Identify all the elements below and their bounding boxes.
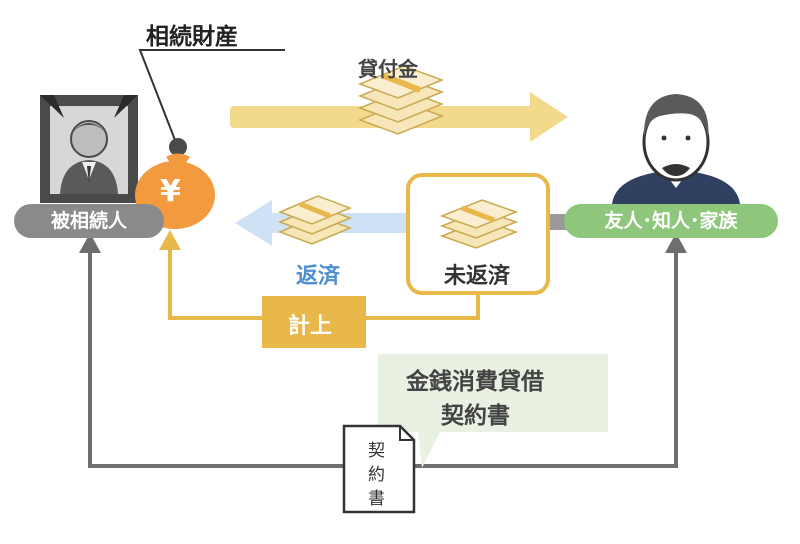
record-box [262, 296, 366, 348]
repaid-label: 返済 [296, 264, 341, 289]
contract-note-line1: 金銭消費貸借 [406, 369, 544, 395]
contract-note-line2: 契約書 [441, 403, 510, 429]
arrow-head-left [79, 233, 101, 253]
unpaid-label: 未返済 [444, 264, 511, 289]
document-text-2: 約 [368, 465, 385, 485]
yen-symbol: ¥ [160, 174, 181, 209]
unpaid-connector [548, 214, 568, 230]
loan-arrow-head [530, 92, 568, 142]
arrow-head-right [665, 233, 687, 253]
record-arrow-head [159, 230, 181, 250]
repaid-arrow-head [235, 200, 272, 246]
borrower-label: 友人･知人･家族 [564, 204, 778, 238]
portrait-icon [40, 95, 138, 203]
document-text-3: 書 [368, 489, 385, 509]
document-icon [342, 424, 416, 514]
record-label: 計上 [288, 314, 333, 339]
cash-bundle-icon [277, 195, 353, 245]
cash-bundle-icon [357, 65, 445, 135]
estate-callout-line [138, 49, 285, 141]
contract-note-bubble [378, 354, 608, 468]
estate-label: 相続財産 [146, 24, 238, 50]
document-text-1: 契 [368, 441, 385, 461]
loan-label: 貸付金 [358, 57, 418, 81]
elderly-person-icon [612, 94, 740, 204]
deceased-label: 被相続人 [14, 204, 164, 238]
cash-bundle-icon [439, 199, 519, 249]
